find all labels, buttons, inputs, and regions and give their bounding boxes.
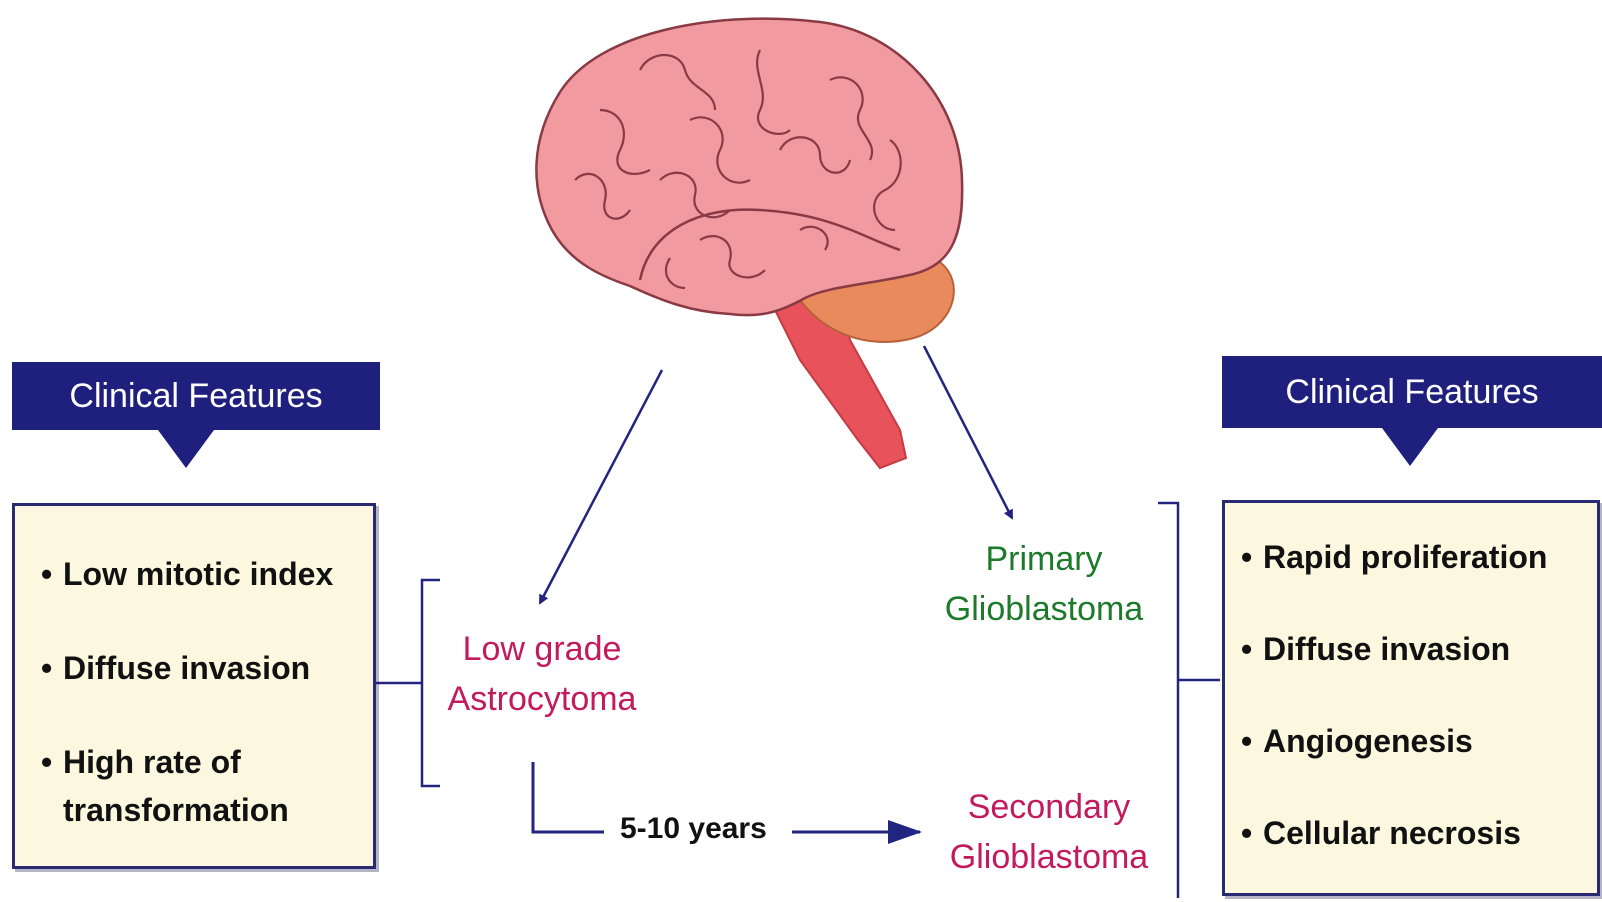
right-feature-list: Rapid proliferation Diffuse invasion Ang…: [1233, 533, 1591, 857]
left-clinical-features-header: Clinical Features: [12, 362, 380, 430]
list-item: Diffuse invasion: [33, 644, 361, 692]
low-grade-line2: Astrocytoma: [432, 674, 652, 724]
right-clinical-features-header: Clinical Features: [1222, 356, 1602, 428]
list-item: Rapid proliferation: [1233, 533, 1591, 581]
low-grade-astrocytoma-label: Low grade Astrocytoma: [432, 624, 652, 724]
low-grade-line1: Low grade: [432, 624, 652, 674]
right-feature-box: Rapid proliferation Diffuse invasion Ang…: [1222, 500, 1600, 896]
arrow-brain-to-low-grade: [540, 370, 662, 603]
primary-line2: Glioblastoma: [930, 584, 1158, 634]
left-feature-box: Low mitotic index Diffuse invasion High …: [12, 503, 376, 869]
left-header-pointer: [158, 430, 214, 468]
secondary-glioblastoma-label: Secondary Glioblastoma: [934, 782, 1164, 882]
list-item: Low mitotic index: [33, 550, 361, 598]
brain-icon: [536, 19, 962, 468]
left-header-label: Clinical Features: [69, 377, 322, 416]
list-item: Diffuse invasion: [1233, 625, 1591, 673]
primary-line1: Primary: [930, 534, 1158, 584]
cerebrum-shape: [536, 19, 962, 316]
right-header-pointer: [1382, 428, 1438, 466]
primary-glioblastoma-label: Primary Glioblastoma: [930, 534, 1158, 634]
secondary-line2: Glioblastoma: [934, 832, 1164, 882]
list-item: Cellular necrosis: [1233, 809, 1591, 857]
right-header-label: Clinical Features: [1285, 373, 1538, 412]
list-item: High rate of transformation: [33, 738, 303, 834]
left-feature-list: Low mitotic index Diffuse invasion High …: [33, 550, 361, 834]
list-item: Angiogenesis: [1233, 717, 1591, 765]
arrow-brain-to-primary: [924, 346, 1012, 518]
progression-elbow: [533, 762, 604, 832]
secondary-line1: Secondary: [934, 782, 1164, 832]
progression-years-label: 5-10 years: [620, 812, 767, 846]
